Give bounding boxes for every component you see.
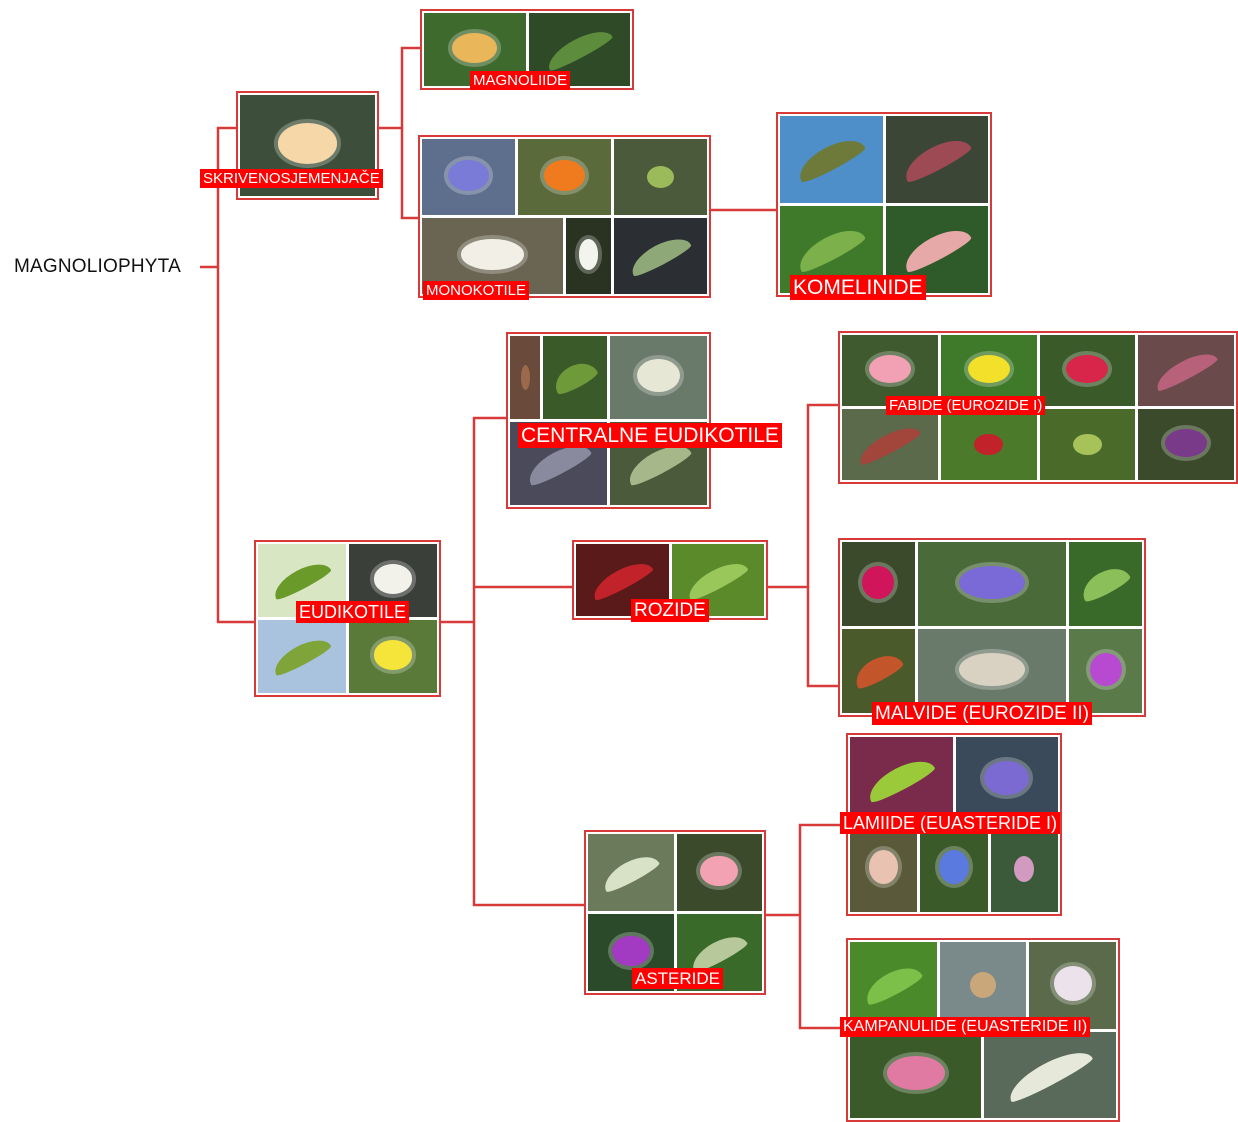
image-morning-glory (920, 826, 988, 912)
image-oxalis (1138, 335, 1234, 406)
image-begonia (842, 335, 938, 406)
image-geranium (917, 542, 1067, 626)
image-pale-flowers (1029, 942, 1116, 1029)
label-centralne-eudikotile: CENTRALNE EUDIKOTILE (518, 423, 782, 448)
image-bromeliad (885, 116, 988, 203)
image-yellow-flower (940, 335, 1037, 406)
node-centralne-eudikotile (506, 332, 711, 509)
label-kampanulide: KAMPANULIDE (EUASTERIDE II) (840, 1017, 1091, 1037)
connector-rozide-split (766, 403, 840, 688)
node-malvide (838, 538, 1146, 717)
image-rhododendron (588, 914, 674, 991)
label-malvide: MALVIDE (EUROZIDE II) (872, 702, 1092, 725)
image-mallow (1069, 629, 1142, 713)
image-variegated-leaves (588, 834, 674, 911)
image-red-roses (1039, 335, 1136, 406)
node-asteride (584, 830, 766, 995)
image-holly-leaves (984, 1031, 1116, 1118)
label-magnoliide: MAGNOLIIDE (470, 71, 571, 90)
image-pitcher-plant (842, 409, 938, 480)
image-coleus (850, 737, 953, 823)
image-striped-petals (676, 834, 762, 911)
image-orange-lilies (518, 139, 611, 215)
connector-eudikotile-split (440, 416, 586, 907)
image-acanthus (990, 826, 1058, 912)
label-asteride: ASTERIDE (632, 968, 724, 989)
image-pansies (1138, 409, 1234, 480)
image-aquatic-plant (614, 218, 707, 294)
label-fabide: FABIDE (EUROZIDE I) (886, 396, 1046, 415)
image-buttercup (349, 620, 437, 693)
image-calla-lily (566, 218, 611, 294)
image-cactus (510, 336, 541, 419)
image-ivy-leaves (850, 942, 937, 1029)
image-hollyhock (842, 542, 915, 626)
image-palm-tree (780, 116, 883, 203)
connector-asteride-split (766, 823, 848, 1030)
label-eudikotile: EUDIKOTILE (296, 601, 410, 623)
image-leaf-sprig (543, 336, 607, 419)
image-teasel (939, 942, 1027, 1029)
label-monokotile: MONOKOTILE (423, 281, 530, 300)
image-foxglove (850, 826, 918, 912)
node-rozide (572, 540, 768, 620)
label-skrivenosjemenjace: SKRIVENOSJEMENJAČE (200, 169, 383, 188)
image-flower-umbel (917, 629, 1067, 713)
image-echinacea (850, 1031, 982, 1118)
image-green-fruit (1039, 409, 1136, 480)
image-maple-leaves (842, 629, 915, 713)
label-lamiide: LAMIIDE (EUASTERIDE I) (840, 812, 1061, 834)
node-magnoliide (420, 9, 634, 90)
image-red-berries (940, 409, 1037, 480)
image-plane-tree-leaves (258, 620, 346, 693)
node-monokotile (418, 135, 711, 298)
root-label-magnoliophyta: MAGNOLIOPHYTA (14, 256, 181, 277)
connector-skriveno-split (378, 46, 420, 220)
image-duckweed (614, 139, 707, 215)
node-komelinide (776, 112, 992, 297)
connector-root-split (216, 126, 256, 624)
image-agapanthus (422, 139, 515, 215)
label-rozide: ROZIDE (631, 599, 709, 622)
image-sedum-flowers (610, 336, 707, 419)
image-chestnut-leaves (1069, 542, 1142, 626)
image-borage-flower (955, 737, 1058, 823)
label-komelinide: KOMELINIDE (790, 275, 926, 300)
